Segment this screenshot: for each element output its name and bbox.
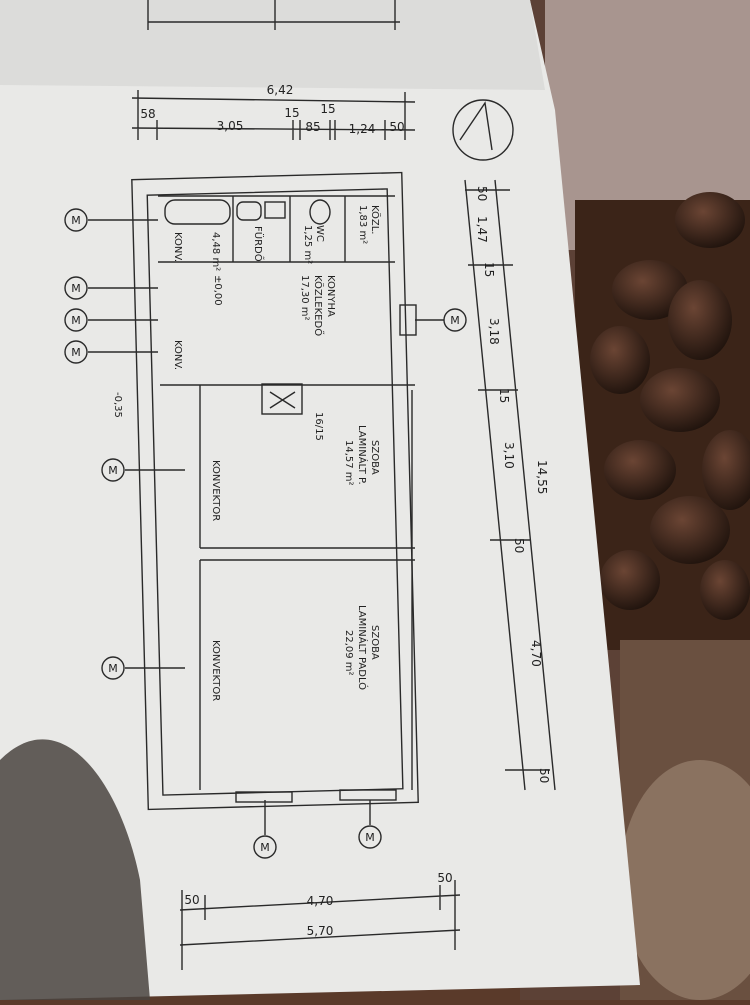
dim-bottom: 4,70 bbox=[307, 894, 334, 908]
dim-overall-width: 6,42 bbox=[267, 83, 294, 97]
marker-label: M bbox=[108, 464, 118, 477]
dim-right: 50 bbox=[512, 538, 526, 553]
decor-object bbox=[620, 760, 750, 1000]
level-zero: ±0,00 bbox=[212, 275, 223, 306]
kitchen-name: KONYHA bbox=[325, 275, 336, 317]
dim-right: 15 bbox=[482, 262, 496, 277]
marker-label: M bbox=[260, 841, 270, 854]
marker-label: M bbox=[71, 346, 81, 359]
section-markers bbox=[64, 208, 467, 859]
dim-top: 85 bbox=[305, 120, 320, 134]
dim-right: 1,47 bbox=[475, 216, 489, 243]
kitchen-area: 17,30 m² bbox=[299, 275, 310, 321]
marker-label: M bbox=[108, 662, 118, 675]
shadow bbox=[0, 739, 150, 1000]
room2-floor: LAMINÁLT PADLÓ bbox=[356, 605, 369, 690]
dim-right: 50 bbox=[537, 768, 551, 783]
chimney-size: 16/15 bbox=[313, 412, 324, 441]
konv-label: KONV. bbox=[172, 232, 183, 262]
dim-top: 15 bbox=[284, 106, 299, 120]
dim-overall-length: 14,55 bbox=[535, 460, 549, 494]
bath-name: FÜRDŐ bbox=[252, 226, 266, 262]
dim-top: 3,05 bbox=[217, 119, 244, 133]
dim-top: 58 bbox=[140, 107, 155, 121]
dim-right: 15 bbox=[497, 388, 511, 403]
dim-right: 3,18 bbox=[487, 318, 501, 345]
dim-bottom-overall: 5,70 bbox=[307, 924, 334, 938]
marker-label: M bbox=[71, 282, 81, 295]
level-minus: -0,35 bbox=[112, 392, 123, 418]
convector-label-2: KONVEKTOR bbox=[210, 640, 221, 701]
coffee-beans bbox=[590, 192, 750, 620]
marker-label: M bbox=[71, 214, 81, 227]
bath-area: 4,48 m² bbox=[210, 232, 221, 271]
room2-area: 22,09 m² bbox=[343, 630, 354, 676]
marker-label: M bbox=[71, 314, 81, 327]
dim-right: 4,70 bbox=[529, 640, 543, 667]
dim-top: 15 bbox=[320, 102, 335, 116]
north-arrow bbox=[452, 99, 514, 161]
dim-bottom: 50 bbox=[184, 893, 199, 907]
room1-name: SZOBA bbox=[369, 440, 380, 475]
wc-area: 1,25 m² bbox=[302, 225, 313, 264]
room1-floor: LAMINÁLT P. bbox=[356, 425, 369, 485]
room1-area: 14,57 m² bbox=[343, 440, 354, 486]
konv-label-2: KONV. bbox=[172, 340, 183, 370]
plan-lines bbox=[88, 0, 556, 970]
paper-sheet bbox=[0, 0, 640, 1000]
dim-right: 50 bbox=[475, 186, 489, 201]
kitchen-subtitle: KÖZLEKEDŐ bbox=[312, 275, 326, 336]
convector-label: KONVEKTOR bbox=[210, 460, 221, 521]
dim-top: 1,24 bbox=[349, 122, 376, 136]
hall-name: KÖZL. bbox=[369, 205, 382, 234]
room2-name: SZOBA bbox=[369, 625, 380, 660]
dim-right: 3,10 bbox=[502, 442, 516, 469]
hall-area: 1,83 m² bbox=[357, 205, 368, 244]
marker-label: M bbox=[450, 314, 460, 327]
wc-name: WC bbox=[314, 225, 325, 242]
marker-label: M bbox=[365, 831, 375, 844]
dim-bottom: 50 bbox=[437, 871, 452, 885]
dim-top: 50 bbox=[389, 120, 404, 134]
